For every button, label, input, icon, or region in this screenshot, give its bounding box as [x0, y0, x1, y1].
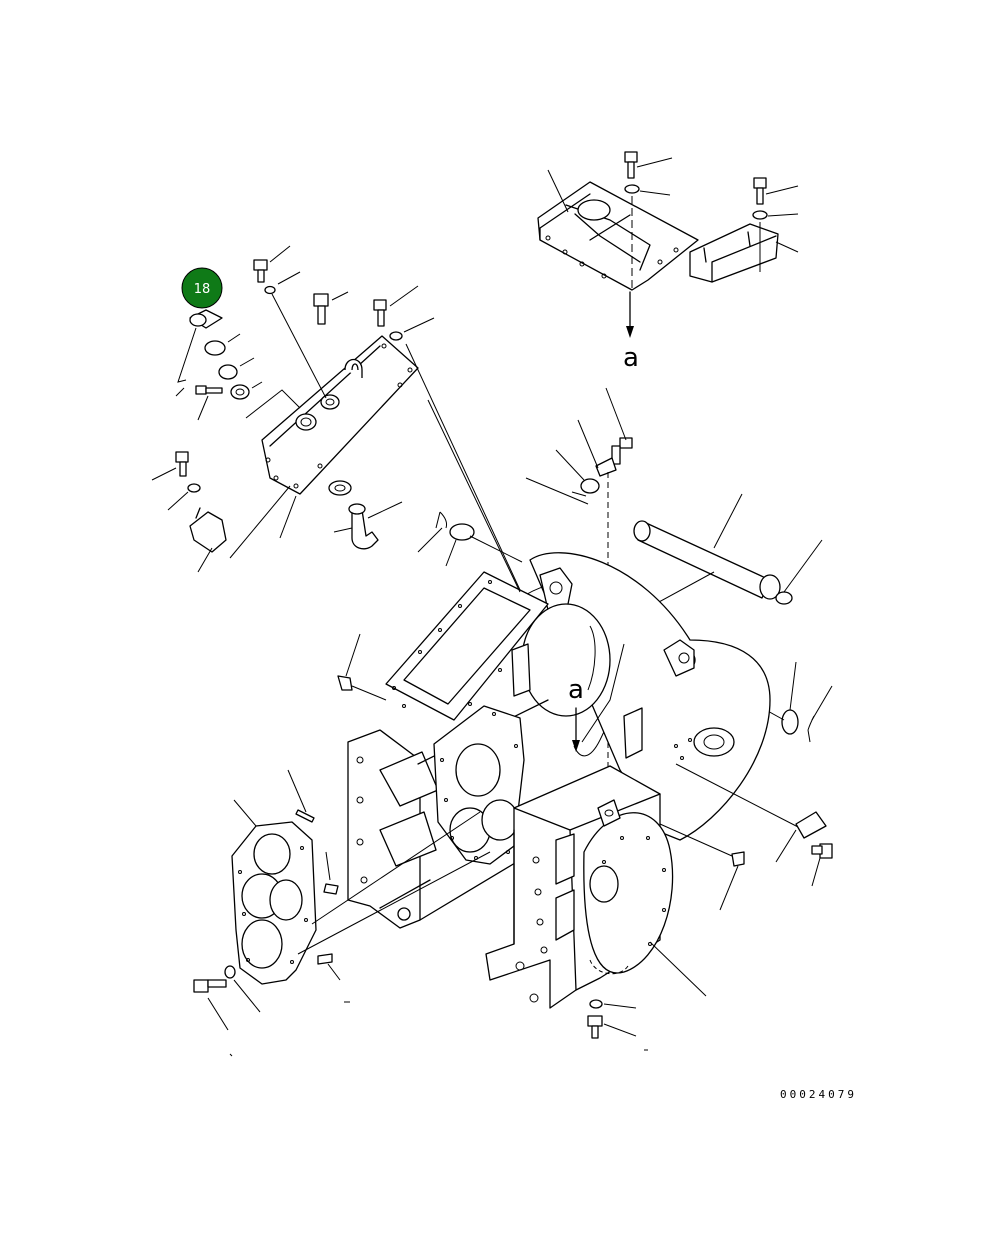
o-ring-icon [781, 709, 799, 735]
middle-small-parts [417, 387, 833, 800]
dowel-pin-icon [317, 953, 341, 981]
bracket-small [189, 507, 227, 573]
washer-icon [752, 210, 799, 220]
bolt-icon [811, 843, 833, 887]
callout-badge[interactable]: 18 [181, 267, 223, 309]
right-lower-parts [587, 811, 833, 1051]
clip-icon [577, 419, 617, 477]
plug-icon [337, 633, 387, 701]
washer-icon [224, 965, 261, 1013]
nut-icon [230, 384, 250, 400]
washer-icon [589, 999, 637, 1009]
view-label-lower: a [568, 675, 584, 705]
bolt-icon [624, 151, 673, 179]
fitting-icon [328, 480, 352, 496]
drawing-code: 00024079 [780, 1088, 857, 1101]
shaft-icon [603, 493, 823, 633]
view-label-upper: a [623, 343, 639, 373]
bolt-icon [323, 851, 339, 895]
side-cover-plate [261, 335, 419, 495]
bolt-icon [195, 385, 223, 421]
top-cover-assembly: a [537, 151, 799, 373]
connector-icon [189, 309, 223, 329]
side-cover-assembly: 18 [151, 245, 521, 591]
o-ring-icon [449, 523, 475, 541]
dowel-pin-icon [287, 769, 315, 823]
transmission-housing: a [347, 399, 801, 1009]
u-bolt-clamp [344, 358, 363, 378]
cover-plate-small [775, 811, 827, 863]
washer-icon [264, 285, 276, 295]
washer-icon [167, 483, 201, 511]
washer-icon [389, 331, 403, 341]
bolt-icon [753, 177, 799, 205]
bolt-icon [253, 245, 291, 283]
nut-icon [555, 449, 600, 494]
washer-icon [204, 340, 226, 356]
bolt-icon [587, 1015, 637, 1039]
bolt-icon [605, 387, 633, 465]
front-cover-assembly [193, 633, 491, 1057]
bolt-icon [193, 979, 229, 1031]
elbow-fitting-icon [333, 501, 403, 550]
washer-icon [624, 184, 671, 196]
plug-icon [659, 823, 745, 911]
badge-label: 18 [194, 282, 211, 297]
bolt-icon [151, 451, 189, 481]
bolt-icon [373, 285, 419, 327]
top-cover-plate [537, 181, 699, 291]
bolt-icon [313, 291, 349, 325]
badge-circle [181, 267, 223, 309]
nut-icon [218, 364, 238, 380]
